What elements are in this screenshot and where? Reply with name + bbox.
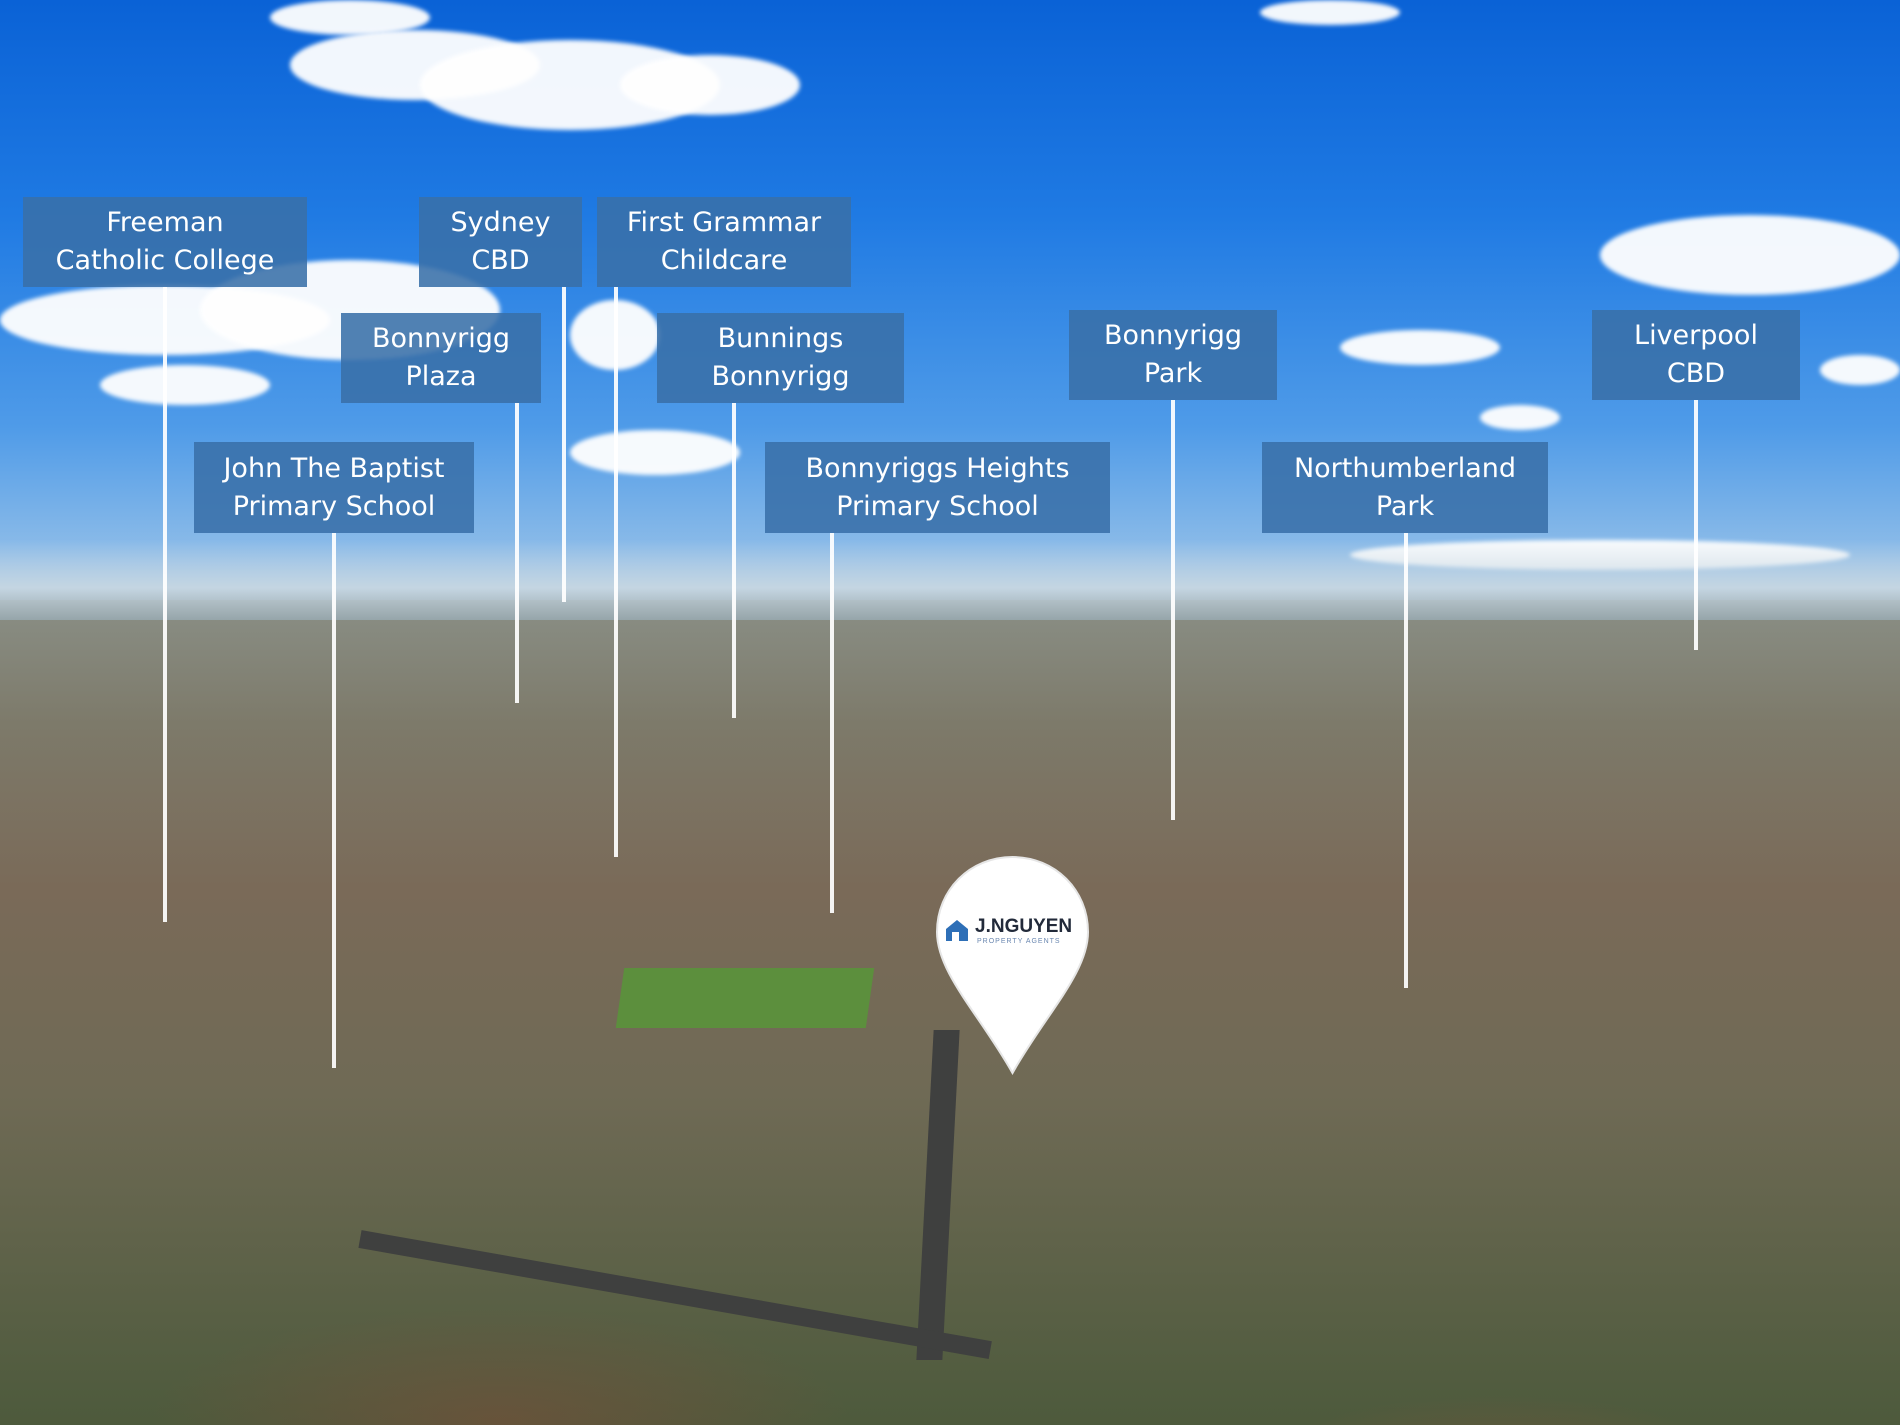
label-line-2: Park: [1143, 358, 1203, 389]
sports-field: [615, 968, 875, 1028]
cloud: [570, 430, 740, 475]
label-bonnyrigg-park: Bonnyrigg Park: [1069, 310, 1277, 400]
cloud: [1340, 330, 1500, 365]
label-line-1: Bonnyrigg: [1103, 320, 1243, 351]
label-line-2: Bonnyrigg: [711, 361, 850, 392]
label-line-2: Childcare: [660, 245, 788, 276]
cloud: [270, 0, 430, 35]
cloud: [1820, 355, 1900, 385]
house-logo-icon: [946, 920, 968, 941]
label-freeman-catholic-college: Freeman Catholic College: [23, 197, 307, 287]
pointer-line: [562, 287, 566, 602]
pointer-line: [732, 403, 736, 718]
label-line-2: CBD: [471, 245, 530, 276]
label-john-the-baptist-primary-school: John The Baptist Primary School: [194, 442, 474, 533]
label-line-1: Freeman: [106, 207, 224, 238]
label-line-1: Bonnyriggs Heights: [805, 452, 1070, 484]
pointer-line: [614, 287, 618, 857]
pointer-line: [1404, 533, 1408, 988]
cloud: [1260, 0, 1400, 25]
cloud: [1600, 215, 1900, 295]
suburb-ground: [0, 600, 1900, 1425]
brand-name: J.NGUYEN: [975, 916, 1073, 937]
horizon-haze: [0, 540, 1900, 620]
label-northumberland-park: Northumberland Park: [1262, 442, 1548, 533]
pointer-line: [1694, 400, 1698, 650]
label-sydney-cbd: Sydney CBD: [419, 197, 582, 287]
label-line-2: CBD: [1666, 358, 1726, 389]
label-line-1: Sydney: [450, 207, 551, 238]
label-line-2: Plaza: [405, 361, 477, 392]
brand-tagline: PROPERTY AGENTS: [977, 938, 1061, 945]
cloud: [620, 55, 800, 115]
pointer-line: [515, 403, 519, 703]
label-line-2: Park: [1375, 490, 1435, 522]
label-liverpool-cbd: Liverpool CBD: [1592, 310, 1800, 400]
pointer-line: [332, 533, 336, 1068]
label-line-1: Liverpool: [1634, 320, 1758, 351]
label-bunnings-bonnyrigg: Bunnings Bonnyrigg: [657, 313, 904, 403]
label-line-1: John The Baptist: [223, 452, 445, 484]
pointer-line: [830, 533, 834, 913]
label-first-grammar-childcare: First Grammar Childcare: [597, 197, 851, 287]
label-line-1: Bunnings: [717, 323, 844, 354]
label-line-2: Primary School: [836, 490, 1039, 522]
label-line-1: Northumberland: [1293, 452, 1517, 484]
label-line-1: First Grammar: [626, 207, 822, 238]
cloud: [1480, 405, 1560, 430]
label-line-2: Catholic College: [55, 245, 275, 276]
location-pin-icon: [935, 855, 1090, 1075]
label-bonnyriggs-heights-primary-school: Bonnyriggs Heights Primary School: [765, 442, 1110, 533]
label-line-1: Bonnyrigg: [371, 323, 511, 354]
pointer-line: [1171, 400, 1175, 820]
label-bonnyrigg-plaza: Bonnyrigg Plaza: [341, 313, 541, 403]
label-line-2: Primary School: [232, 490, 436, 522]
cloud: [100, 365, 270, 405]
pointer-line: [163, 287, 167, 922]
